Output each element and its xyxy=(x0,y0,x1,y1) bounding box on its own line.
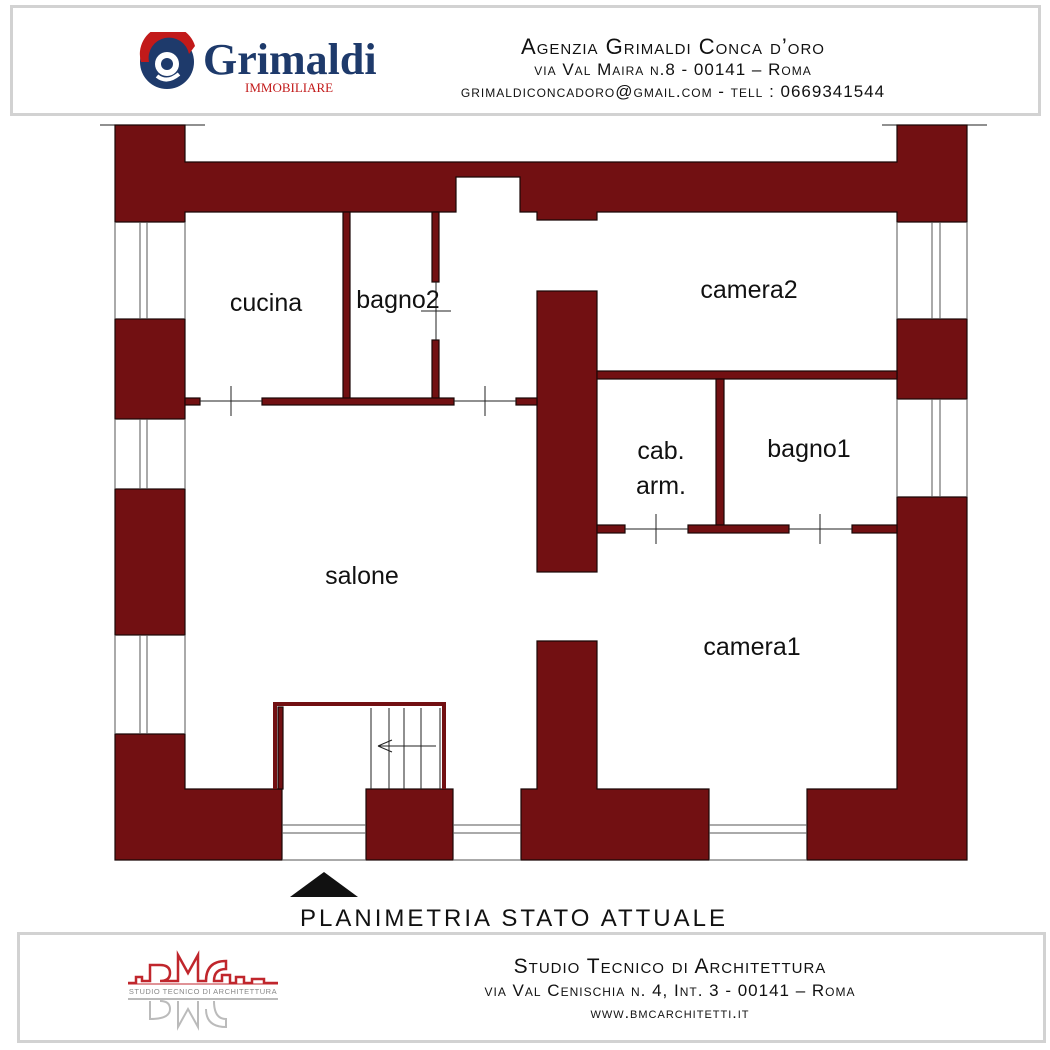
room-label-camera2: camera2 xyxy=(700,276,797,304)
logo-name: Grimaldi xyxy=(203,35,377,84)
room-label-bagno1: bagno1 xyxy=(767,435,850,463)
bmc-logo-text: STUDIO TECNICO DI ARCHITETTURA xyxy=(129,987,277,996)
studio-address: via Val Cenischia n. 4, Int. 3 - 00141 –… xyxy=(484,981,856,1000)
room-label-salone: salone xyxy=(325,562,399,590)
studio-name: Studio Tecnico di Architettura xyxy=(513,955,827,978)
plan-title: PLANIMETRIA STATO ATTUALE xyxy=(300,905,728,932)
logo-subtitle: IMMOBILIARE xyxy=(245,80,334,95)
agency-name: Agenzia Grimaldi Conca d’oro xyxy=(521,34,825,59)
agency-contact: grimaldiconcadoro@gmail.com - tell : 066… xyxy=(460,82,886,101)
header-panel: Grimaldi IMMOBILIARE Agenzia Grimaldi Co… xyxy=(10,5,1041,116)
room-label-cucina: cucina xyxy=(230,289,302,317)
studio-web: www.bmcarchitetti.it xyxy=(590,1005,750,1022)
bmc-logo-icon: STUDIO TECNICO DI ARCHITETTURA xyxy=(128,950,278,1031)
entrance-arrow-icon xyxy=(290,872,358,897)
grimaldi-logo-icon xyxy=(139,32,195,89)
room-label-camera1: camera1 xyxy=(703,633,800,661)
staircase xyxy=(273,702,446,790)
agency-address: via Val Maira n.8 - 00141 – Roma xyxy=(534,60,812,79)
footer-panel: STUDIO TECNICO DI ARCHITETTURA Studio Te… xyxy=(17,932,1046,1043)
room-label-arm: arm. xyxy=(636,472,686,500)
room-label-bagno2: bagno2 xyxy=(356,286,439,314)
room-label-cab: cab. xyxy=(637,437,684,465)
